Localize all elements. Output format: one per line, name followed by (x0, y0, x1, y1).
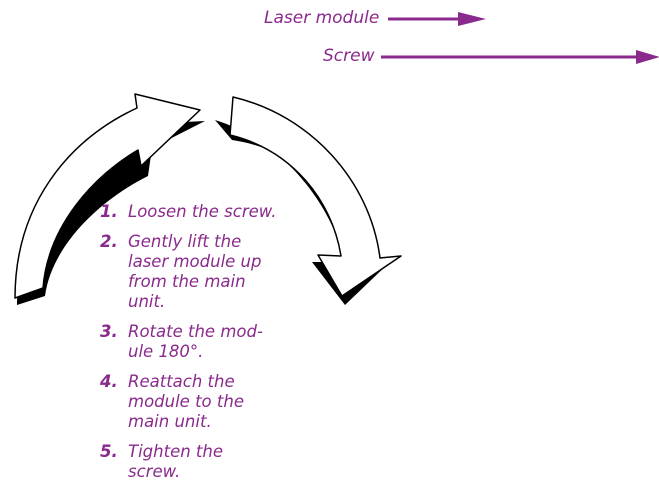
right-rotation-arrow (229, 96, 402, 297)
step-text: Rotate the mod- ule 180°. (128, 322, 263, 361)
step-text: Tighten the screw. (128, 442, 223, 481)
laser-module-label: Laser module (264, 8, 380, 28)
step-text: Gently lift the laser module up from the… (128, 232, 262, 311)
step-number: 4. (100, 372, 118, 391)
step-number: 2. (100, 232, 118, 251)
step-text: Reattach the module to the main unit. (128, 372, 244, 431)
step-number: 5. (100, 442, 118, 461)
laser-module-pointer (388, 12, 486, 26)
step-number: 3. (100, 322, 118, 341)
step-number: 1. (100, 202, 118, 221)
screw-pointer (381, 50, 659, 64)
left-rotation-arrow (14, 93, 201, 299)
step-item: 4. Reattach the module to the main unit. (100, 372, 300, 432)
step-item: 2. Gently lift the laser module up from … (100, 232, 300, 312)
step-text: Loosen the screw. (128, 202, 277, 221)
step-item: 5. Tighten the screw. (100, 442, 300, 482)
screw-label: Screw (323, 46, 375, 66)
step-item: 3. Rotate the mod- ule 180°. (100, 322, 300, 362)
step-item: 1. Loosen the screw. (100, 202, 300, 222)
instruction-steps: 1. Loosen the screw. 2. Gently lift the … (100, 202, 300, 492)
